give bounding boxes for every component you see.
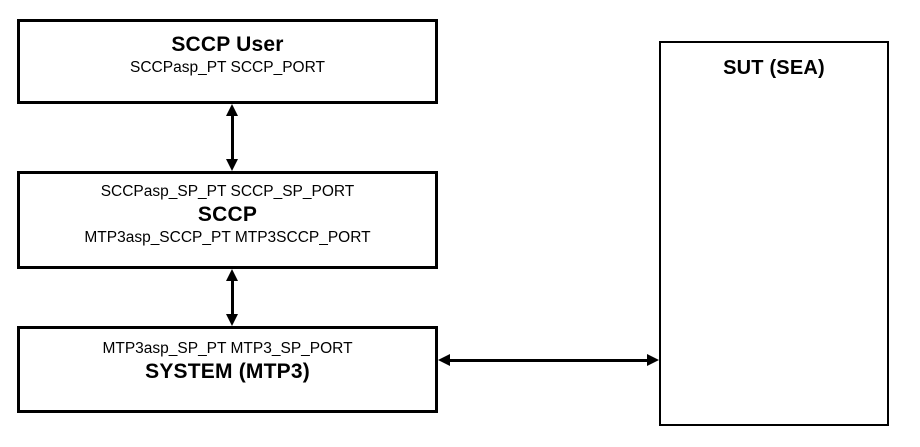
node-sccp-lower-ports: MTP3asp_SCCP_PT MTP3SCCP_PORT [84,229,371,246]
node-sccp-user-title: SCCP User [171,33,284,56]
connector-shaft [447,359,650,362]
node-sut-title: SUT (SEA) [723,57,825,79]
node-sccp-title: SCCP [197,203,258,226]
connector-shaft [231,278,234,317]
arrowhead-left-icon [438,354,450,366]
arrowhead-up-icon [226,269,238,281]
arrowhead-down-icon [226,159,238,171]
node-sut: SUT (SEA) [659,41,889,426]
node-sccp-upper-ports: SCCPasp_SP_PT SCCP_SP_PORT [100,183,355,200]
connector-sccp-to-system [226,269,238,326]
connector-shaft [231,113,234,162]
connector-system-to-sut [438,354,659,366]
arrowhead-right-icon [647,354,659,366]
arrowhead-down-icon [226,314,238,326]
node-system-mtp3-title: SYSTEM (MTP3) [145,360,310,383]
arrowhead-up-icon [226,104,238,116]
node-sccp: SCCPasp_SP_PT SCCP_SP_PORT SCCP MTP3asp_… [17,171,438,269]
node-sccp-user-ports: SCCPasp_PT SCCP_PORT [130,59,325,76]
node-system-mtp3-ports: MTP3asp_SP_PT MTP3_SP_PORT [102,340,353,357]
node-system-mtp3: MTP3asp_SP_PT MTP3_SP_PORT SYSTEM (MTP3) [17,326,438,413]
connector-sccp-user-to-sccp [226,104,238,171]
node-sccp-user: SCCP User SCCPasp_PT SCCP_PORT [17,19,438,104]
